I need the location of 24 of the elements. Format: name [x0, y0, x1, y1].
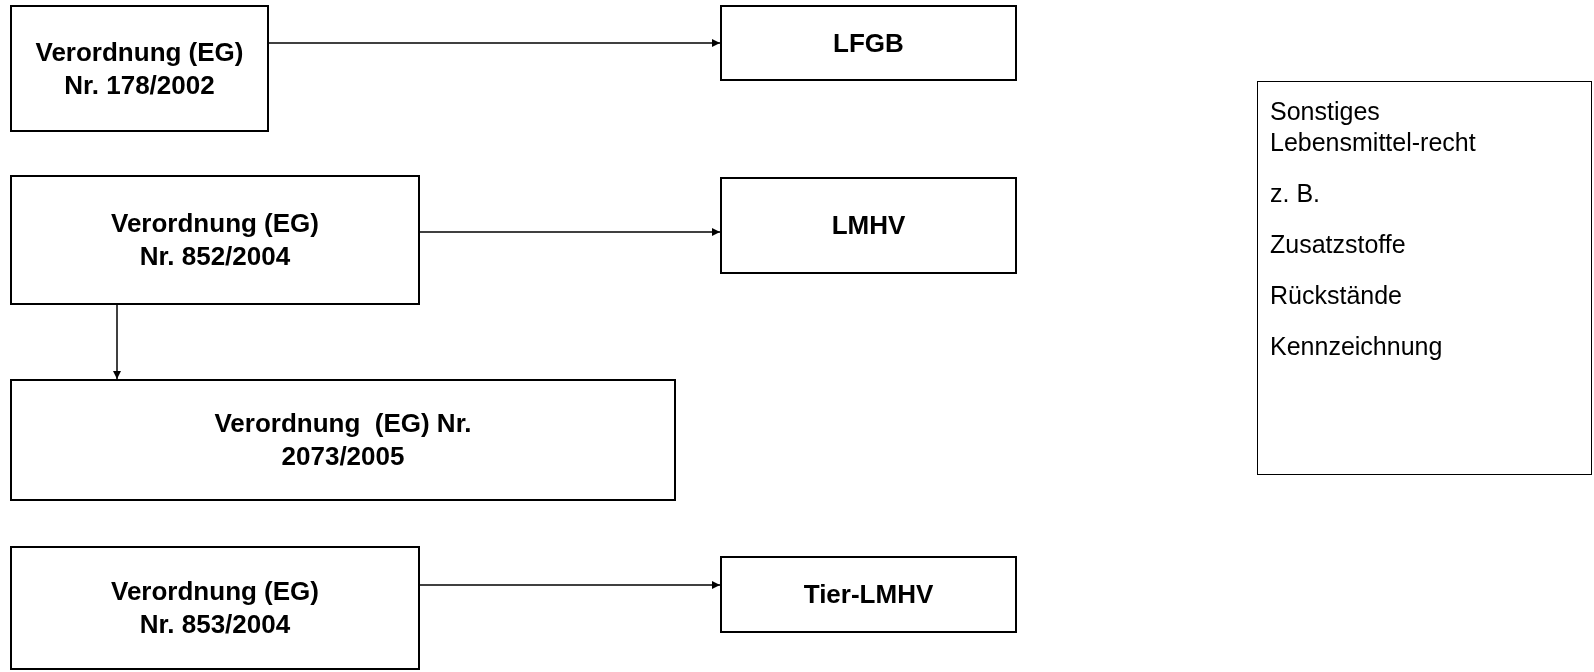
process-box	[720, 556, 1017, 633]
box-text: LFGB	[833, 26, 904, 60]
box-text: Zusatzstoffe	[1270, 229, 1407, 260]
arrow	[113, 304, 121, 380]
process-box	[10, 546, 420, 670]
box-text: Verordnung (EG) Nr. 2073/2005	[213, 407, 473, 473]
box-text: LMHV	[831, 209, 906, 242]
box-text: Verordnung (EG) Nr. 853/2004	[110, 575, 320, 641]
box-text: Tier-LMHV	[803, 578, 934, 611]
box-text: Verordnung (EG) Nr. 178/2002	[34, 35, 245, 102]
box-text: Rückstände	[1270, 280, 1404, 311]
process-box	[10, 379, 676, 501]
arrow	[419, 228, 721, 236]
arrow	[268, 39, 721, 47]
process-box	[10, 5, 269, 132]
arrow	[419, 581, 721, 589]
box-text: z. B.	[1270, 178, 1321, 209]
box-text: Kennzeichnung	[1270, 331, 1444, 362]
note-box	[1257, 81, 1592, 475]
box-text: Verordnung (EG) Nr. 852/2004	[110, 207, 320, 273]
process-box	[720, 177, 1017, 274]
box-text: Sonstiges Lebensmittel-recht	[1270, 96, 1477, 158]
process-box	[720, 5, 1017, 81]
process-box	[10, 175, 420, 305]
